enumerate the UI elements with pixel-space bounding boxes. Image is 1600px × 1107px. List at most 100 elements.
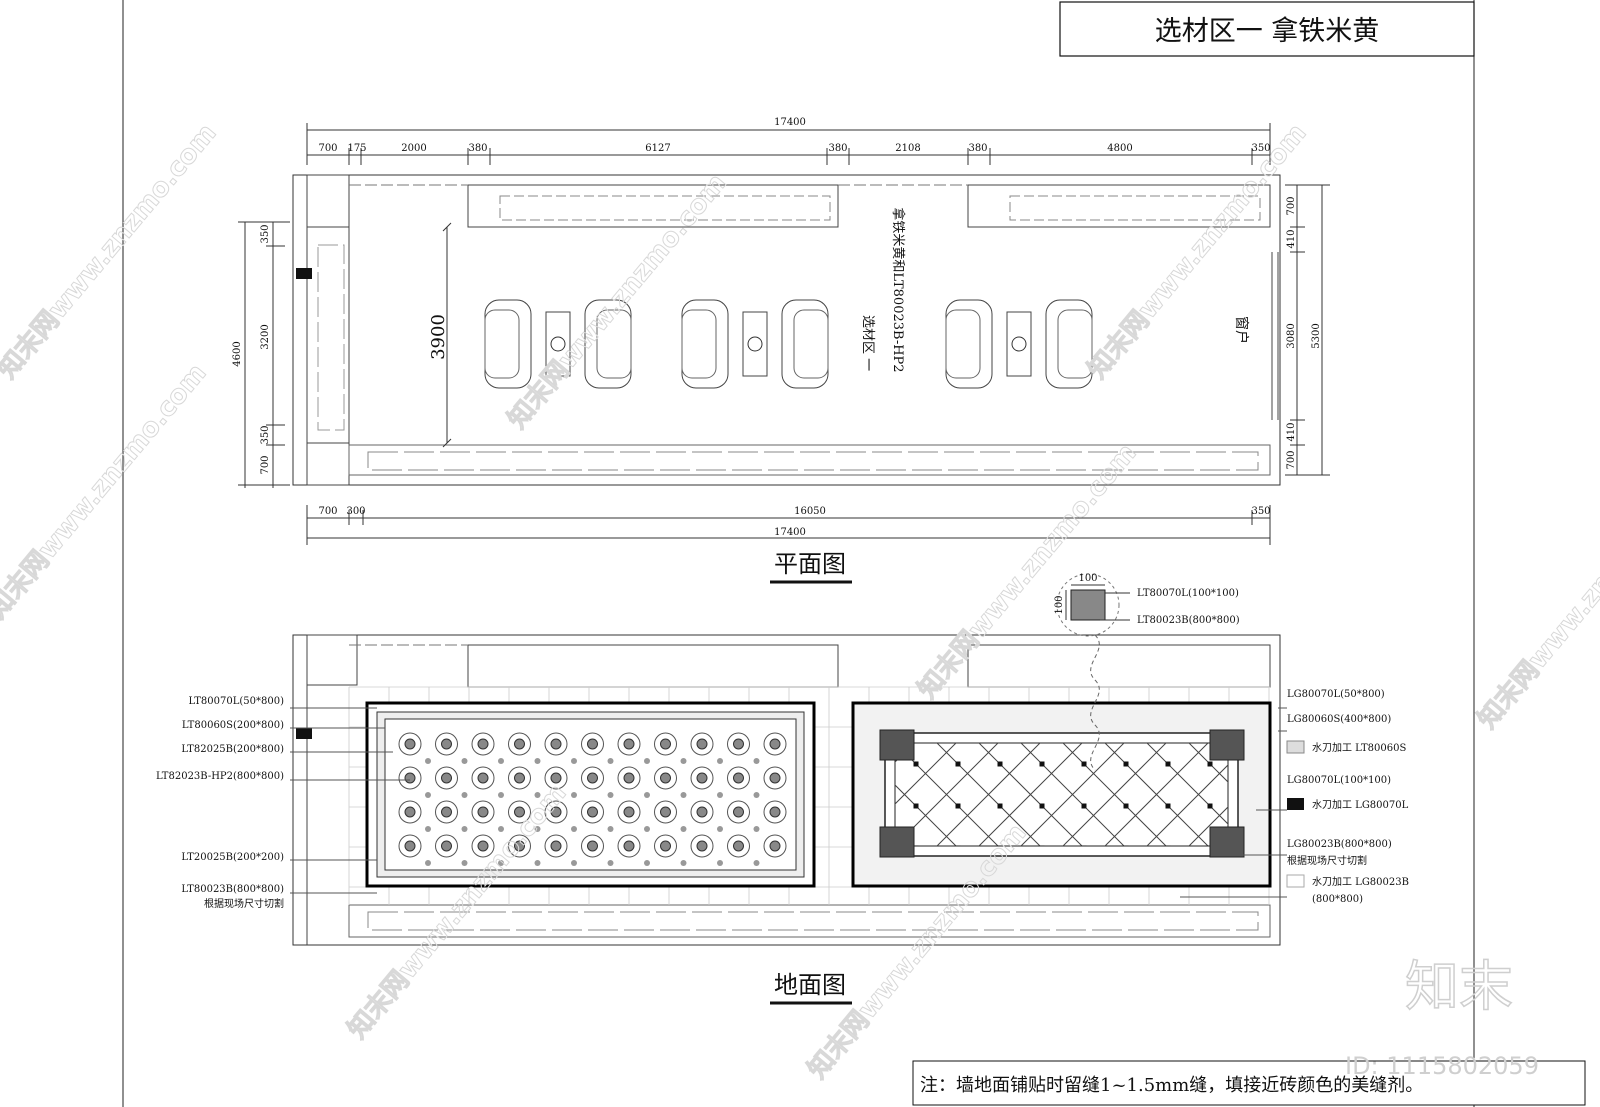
lattice-dot xyxy=(1123,845,1129,846)
rosette-dot xyxy=(753,826,760,832)
rosette-dot xyxy=(607,860,614,866)
lattice-dot xyxy=(1165,761,1171,767)
rosette-ring xyxy=(690,766,714,790)
lattice-dot xyxy=(913,845,919,846)
plan-top-dim: 175 xyxy=(347,143,366,154)
plan-bottom-dim: 350 xyxy=(1251,506,1270,517)
rosette-center xyxy=(550,806,562,818)
rosette-center xyxy=(587,806,598,818)
right-label: 水刀加工 LT80060S xyxy=(1312,742,1406,754)
detail-label: LT80070L(100*100) xyxy=(1137,588,1239,599)
plan-top-dim: 380 xyxy=(828,143,847,154)
rosette-dot xyxy=(425,792,431,798)
rosette-ring xyxy=(727,800,750,824)
rosette-ring xyxy=(727,766,750,790)
plan-right-total: 5300 xyxy=(1311,323,1322,348)
plan-left-dim: 350 xyxy=(260,425,271,444)
watermark-site: 知末网www.znzmo.com xyxy=(0,358,213,624)
rosette-center xyxy=(696,840,708,852)
rosette-center xyxy=(477,738,489,750)
rosette-center xyxy=(514,840,525,852)
rosette-center xyxy=(550,738,562,750)
lattice-line xyxy=(936,743,1041,846)
rosette-center xyxy=(514,772,525,784)
rosette-center xyxy=(696,738,708,750)
rosette-center xyxy=(477,806,489,818)
plan-right-dim: 700 xyxy=(1286,196,1297,215)
rosette-ring xyxy=(398,800,422,824)
lattice-dot xyxy=(1039,845,1045,846)
rosette-ring xyxy=(690,800,714,824)
rosette-dot xyxy=(680,826,687,832)
rosette-dot xyxy=(425,826,431,832)
rosette-center xyxy=(623,840,635,852)
lattice-line xyxy=(1104,743,1209,846)
rosette-ring xyxy=(471,732,495,756)
rosette-center xyxy=(477,840,489,852)
rosette-dot xyxy=(534,860,541,866)
rosette-ring xyxy=(654,732,677,756)
watermark-site: 知末网www.znzmo.com xyxy=(1472,468,1600,734)
lattice-line xyxy=(1188,743,1228,783)
plan-right-dim: 3080 xyxy=(1286,323,1297,348)
plan-material-label: 拿铁米黄和LT80023B-HP2 xyxy=(890,207,906,372)
rosette-ring xyxy=(763,766,787,790)
plan-top-dim: 2000 xyxy=(401,143,426,154)
rosette-center xyxy=(769,806,781,818)
rosette-ring xyxy=(581,732,604,756)
right-material-labels xyxy=(1180,707,1287,898)
rosette-dot xyxy=(753,758,760,764)
watermark-site: 知末网www.znzmo.com xyxy=(0,118,223,384)
waterjet-swatch-2 xyxy=(1287,798,1304,810)
right-label: 根据现场尺寸切割 xyxy=(1287,854,1367,867)
lattice-dot xyxy=(1039,761,1045,767)
lattice-dot xyxy=(955,761,961,767)
watermark-site: 知末网www.znzmo.com xyxy=(502,168,732,434)
rosette-dot xyxy=(534,792,541,798)
lattice-dot xyxy=(1081,803,1087,809)
right-label: 水刀加工 LG80070L xyxy=(1312,799,1409,811)
rosette-ring xyxy=(471,834,495,858)
rosette-dot xyxy=(607,826,614,832)
rosette-dot xyxy=(644,792,650,798)
plan-right-dim: 410 xyxy=(1286,229,1297,248)
rosette-ring xyxy=(727,834,750,858)
waterjet-swatch-3 xyxy=(1286,874,1305,888)
rosette-dot xyxy=(607,758,614,764)
detail-size-h: 100 xyxy=(1078,573,1097,584)
lattice-dot xyxy=(1207,803,1213,809)
watermark-brand: 知末 xyxy=(1405,955,1513,1018)
rosette-dot xyxy=(644,860,650,866)
rosette-ring xyxy=(398,834,422,858)
waterjet-swatch-1 xyxy=(1286,740,1305,754)
rosette-dot xyxy=(644,758,650,764)
rosette-center xyxy=(477,772,489,784)
rosette-dot xyxy=(571,758,577,764)
plan-top-dim: 6127 xyxy=(645,143,670,154)
rosette-center xyxy=(550,840,562,852)
plan-left-dim: 700 xyxy=(260,455,271,474)
left-label: LT80070L(50*800) xyxy=(188,696,284,707)
rosette-dot xyxy=(498,792,504,798)
rosette-center xyxy=(733,772,744,784)
rosette-ring xyxy=(508,834,531,858)
left-label: LT80023B(800*800) xyxy=(181,884,284,895)
floor-view: 100 100 LT80070L(100*100) LT80023B(800*8… xyxy=(156,573,1409,1005)
rosette-dot xyxy=(717,860,723,866)
lattice-dot xyxy=(1123,761,1129,767)
plan-bottom-dim: 16050 xyxy=(794,506,826,517)
rosette-dot xyxy=(571,826,577,832)
rosette-ring xyxy=(508,800,531,824)
rosette-ring xyxy=(763,800,787,824)
rosette-center xyxy=(404,772,416,784)
plan-top-dim: 380 xyxy=(968,143,987,154)
plan-window-label: 窗户 xyxy=(1233,316,1250,344)
plan-right-dim: 410 xyxy=(1286,422,1297,441)
lattice-dot xyxy=(1039,803,1045,809)
lattice-line xyxy=(1273,743,1376,846)
rosette-ring xyxy=(763,732,787,756)
rosette-dot xyxy=(498,826,504,832)
rosette-dot xyxy=(498,860,504,866)
plan-zone-label: 选材区 一 xyxy=(860,315,875,371)
detail-label: LT80023B(800*800) xyxy=(1137,615,1240,626)
